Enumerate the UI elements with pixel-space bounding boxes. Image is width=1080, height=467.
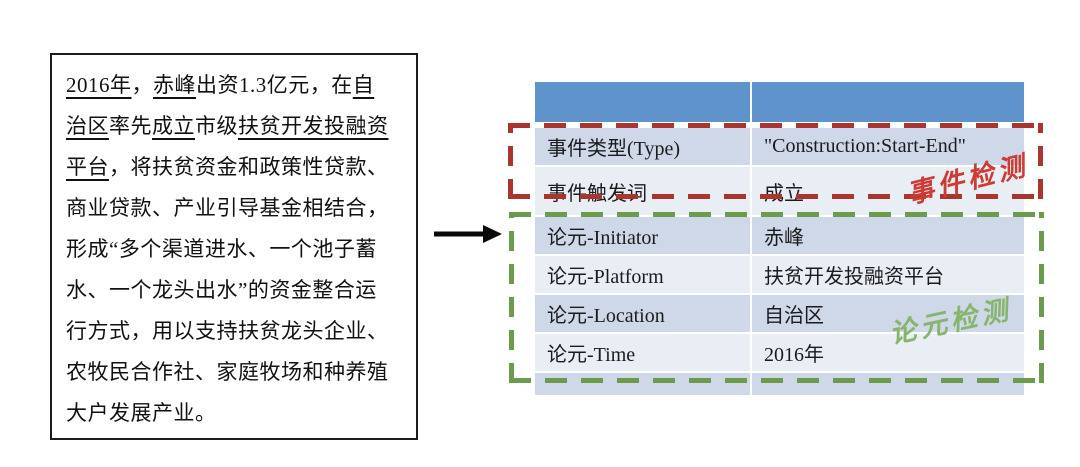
table-header-row [535, 82, 1024, 122]
underlined-span: 平台 [66, 155, 109, 179]
plain-span: 市级 [195, 114, 238, 138]
row-value: 赤峰 [752, 217, 1024, 254]
underlined-span: 赤峰 [153, 73, 196, 97]
text-line: 水、一个龙头出水”的资金整合运 [66, 270, 404, 311]
text-line: 治区率先成立市级扶贫开发投融资 [66, 106, 404, 147]
row-value: 2016年 [752, 334, 1024, 371]
plain-span: 出资1.3亿元，在 [196, 73, 353, 97]
plain-span: 形成“多个渠道进水、一个池子蓄 [66, 237, 377, 261]
text-line: 2016年，赤峰出资1.3亿元，在自 [66, 65, 404, 106]
plain-span: 商业贷款、产业引导基金相结合， [66, 196, 389, 220]
row-label: 论元-Platform [535, 256, 750, 293]
underlined-span: 治区 [66, 114, 109, 138]
plain-span: 率先 [109, 114, 152, 138]
row-label: 论元-Initiator [535, 217, 750, 254]
table-header-cell-value [752, 82, 1024, 122]
plain-span: 水、一个龙头出水”的资金整合运 [66, 278, 377, 302]
table-bottom-strip [535, 373, 1024, 395]
row-label: 论元-Time [535, 334, 750, 371]
underlined-span: 成立 [152, 114, 195, 138]
text-line: 形成“多个渠道进水、一个池子蓄 [66, 229, 404, 270]
text-line: 农牧民合作社、家庭牧场和种养殖 [66, 352, 404, 393]
source-text: 2016年，赤峰出资1.3亿元，在自治区率先成立市级扶贫开发投融资平台，将扶贫资… [66, 65, 404, 434]
table-header-cell-key [535, 82, 750, 122]
extraction-table: 事件类型(Type)"Construction:Start-End"事件触发词成… [535, 82, 1024, 395]
row-label: 事件触发词 [535, 167, 750, 215]
plain-span: 行方式，用以支持扶贫龙头企业、 [66, 319, 389, 343]
underlined-span: 扶贫开发投融资 [238, 114, 389, 138]
row-label: 论元-Location [535, 295, 750, 332]
text-line: 商业贷款、产业引导基金相结合， [66, 188, 404, 229]
plain-span: ，将扶贫资金和政策性贷款、 [109, 155, 389, 179]
plain-span: ， [131, 73, 153, 97]
underlined-span: 2016年 [66, 73, 132, 97]
table-row: 事件类型(Type)"Construction:Start-End" [535, 128, 1024, 165]
source-text-box: 2016年，赤峰出资1.3亿元，在自治区率先成立市级扶贫开发投融资平台，将扶贫资… [50, 53, 418, 440]
plain-span: 农牧民合作社、家庭牧场和种养殖 [66, 360, 389, 384]
text-line: 大户发展产业。 [66, 393, 404, 434]
plain-span: 大户发展产业。 [66, 401, 217, 425]
text-line: 行方式，用以支持扶贫龙头企业、 [66, 311, 404, 352]
text-line: 平台，将扶贫资金和政策性贷款、 [66, 147, 404, 188]
row-label: 事件类型(Type) [535, 128, 750, 165]
arrow-right-icon [433, 224, 503, 244]
underlined-span: 自 [352, 73, 375, 97]
row-value: 扶贫开发投融资平台 [752, 256, 1024, 293]
